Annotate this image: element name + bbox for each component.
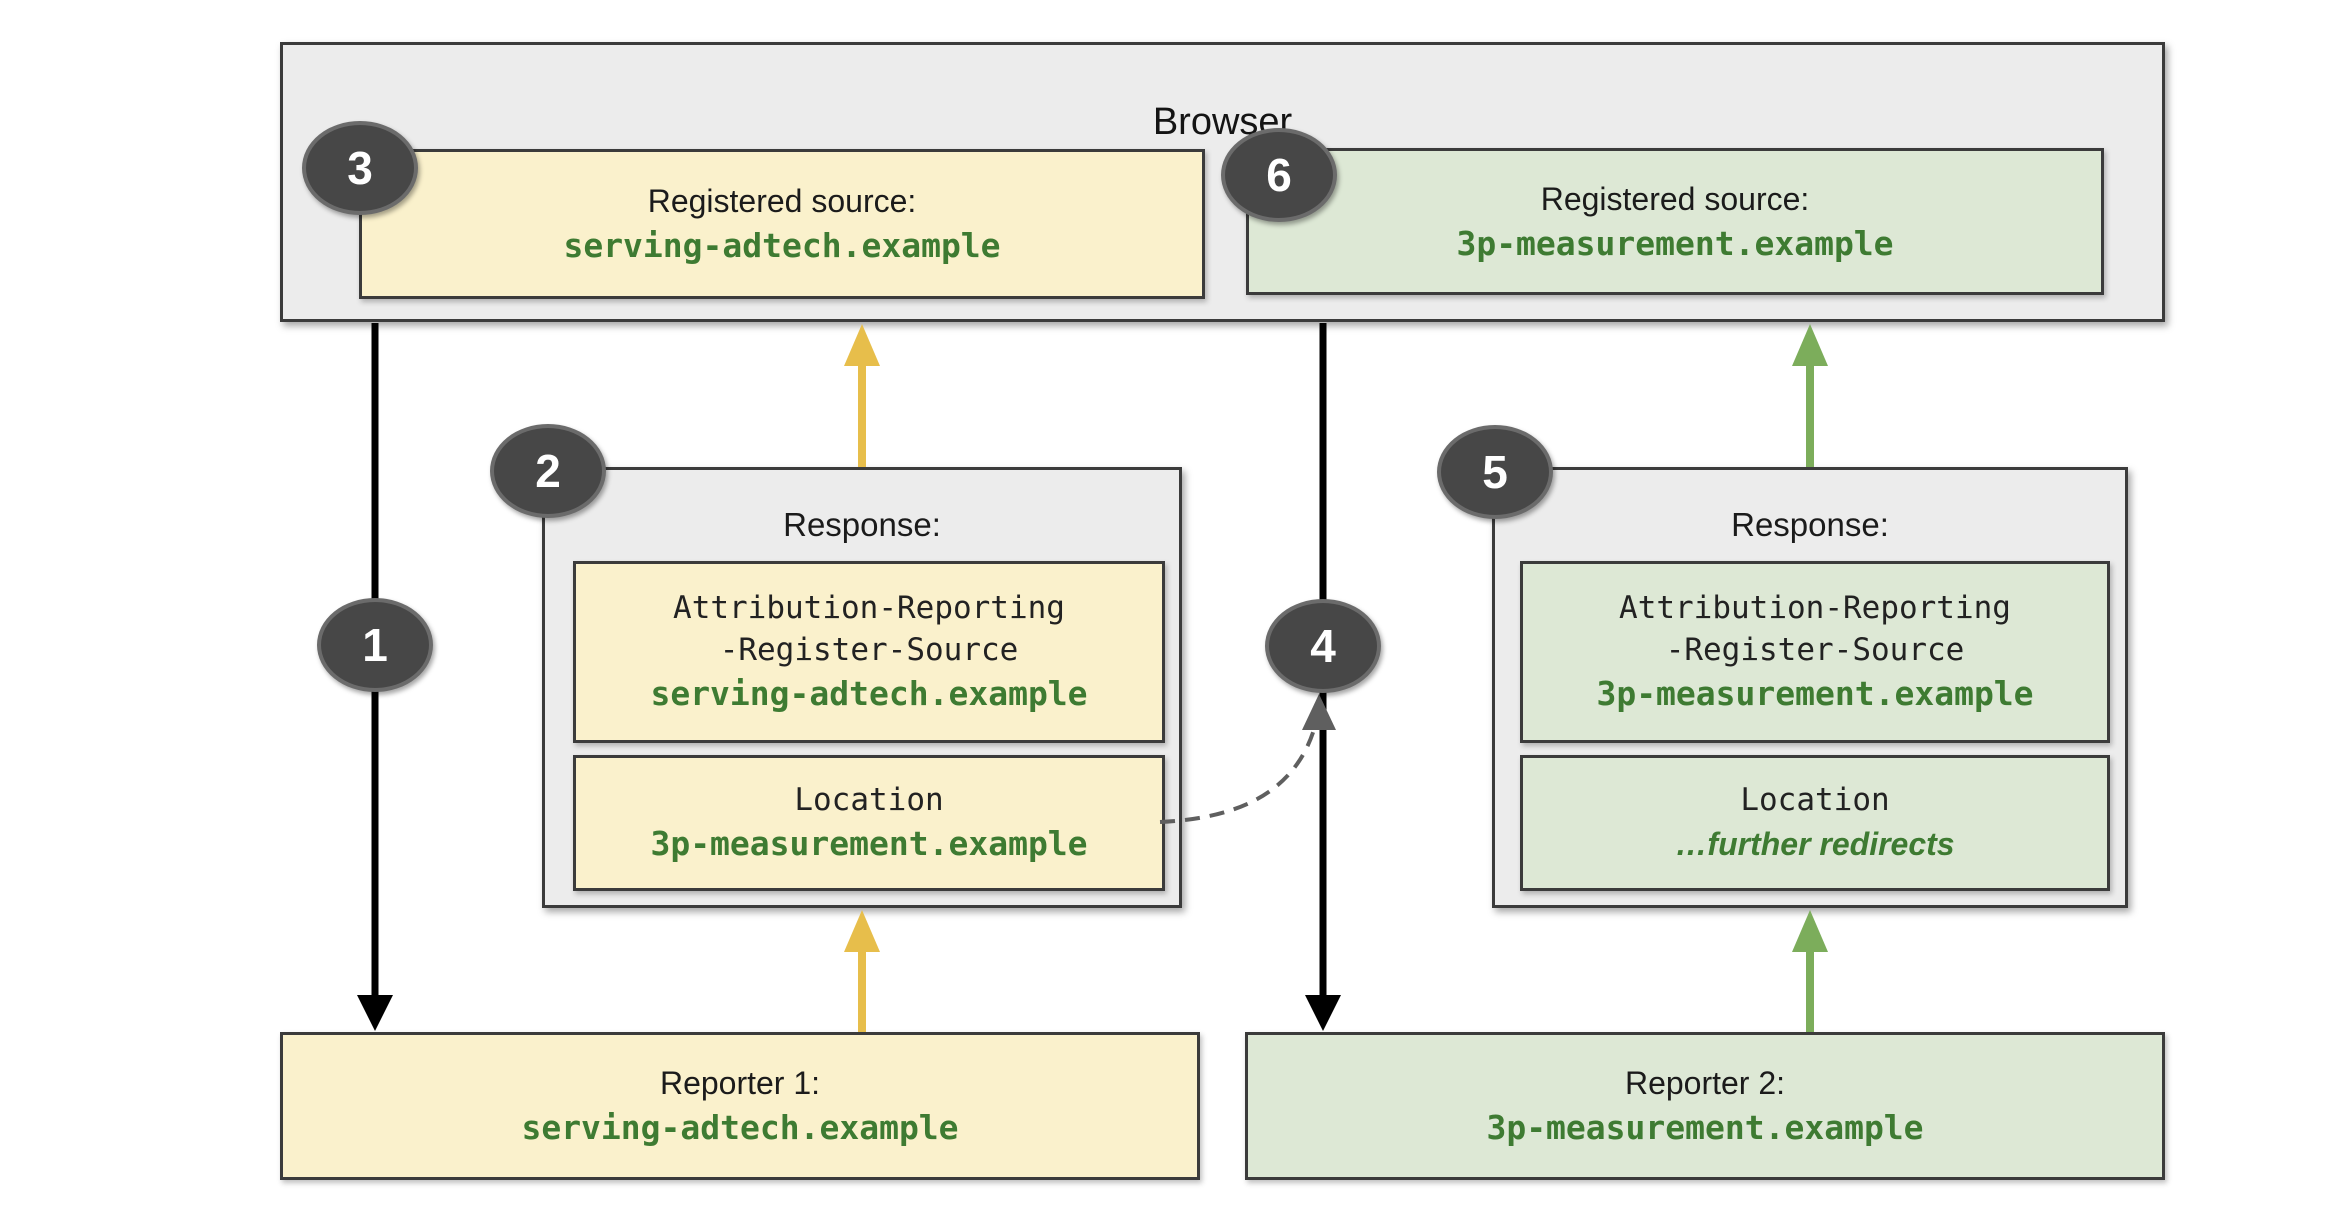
- header-name-line1: Attribution-Reporting: [1619, 590, 2011, 626]
- header-name-line1: Attribution-Reporting: [673, 590, 1065, 626]
- header-value: 3p-measurement.example: [1596, 674, 2034, 713]
- step-number: 2: [535, 445, 561, 497]
- registered-source-domain: 3p-measurement.example: [1456, 223, 1894, 263]
- yellow-arrow-up-reporter-to-response: [844, 910, 880, 1032]
- header-value: 3p-measurement.example: [650, 824, 1088, 863]
- header-name-line2: -Register-Source: [719, 632, 1019, 668]
- green-arrow-up-reporter-to-response: [1792, 910, 1828, 1032]
- registered-source-box-3p: Registered source: 3p-measurement.exampl…: [1246, 148, 2104, 295]
- header-location: Location …further redirects: [1520, 755, 2110, 891]
- step-badge-1: 1: [317, 598, 433, 692]
- response-box-3p: Response: Attribution-Reporting -Registe…: [1492, 467, 2128, 908]
- reporter-1-box: Reporter 1: serving-adtech.example: [280, 1032, 1200, 1180]
- reporter-domain: serving-adtech.example: [521, 1108, 959, 1147]
- registered-source-domain: serving-adtech.example: [563, 226, 1001, 265]
- header-name-line1: Location: [1740, 782, 1890, 818]
- step-badge-6: 6: [1221, 128, 1337, 222]
- reporter-label: Reporter 2:: [1624, 1065, 1786, 1101]
- header-location: Location 3p-measurement.example: [573, 755, 1165, 891]
- reporter-domain: 3p-measurement.example: [1486, 1108, 1924, 1147]
- green-arrow-up-response-to-browser: [1792, 324, 1828, 467]
- reporter-label: Reporter 1:: [659, 1065, 821, 1101]
- step-number: 4: [1310, 620, 1336, 672]
- step-badge-3: 3: [302, 121, 418, 215]
- step-badge-4: 4: [1265, 599, 1381, 693]
- registered-source-label: Registered source:: [1540, 180, 1810, 217]
- registered-source-label: Registered source:: [647, 183, 917, 219]
- header-value: serving-adtech.example: [650, 674, 1088, 713]
- header-value-further-redirects: …further redirects: [1675, 826, 1955, 862]
- header-name-line2: -Register-Source: [1665, 632, 1965, 668]
- browser-container: Browser Registered source: serving-adtec…: [280, 42, 2165, 322]
- response-title: Response:: [783, 506, 941, 543]
- step-number: 5: [1482, 446, 1508, 498]
- yellow-arrow-up-response-to-browser: [844, 324, 880, 467]
- header-attribution-reporting-register-source: Attribution-Reporting -Register-Source 3…: [1520, 561, 2110, 743]
- step-badge-5: 5: [1437, 425, 1553, 519]
- step-number: 1: [362, 619, 388, 671]
- step-number: 3: [347, 142, 373, 194]
- step-number: 6: [1266, 149, 1292, 201]
- header-attribution-reporting-register-source: Attribution-Reporting -Register-Source s…: [573, 561, 1165, 743]
- dashed-redirect-arrow: [1159, 694, 1336, 824]
- response-box-adtech: Response: Attribution-Reporting -Registe…: [542, 467, 1182, 908]
- registered-source-box-adtech: Registered source: serving-adtech.exampl…: [359, 149, 1205, 299]
- response-title: Response:: [1731, 506, 1889, 543]
- reporter-2-box: Reporter 2: 3p-measurement.example: [1245, 1032, 2165, 1180]
- step-badge-2: 2: [490, 424, 606, 518]
- browser-title: Browser: [1152, 101, 1293, 143]
- header-name-line1: Location: [794, 782, 944, 818]
